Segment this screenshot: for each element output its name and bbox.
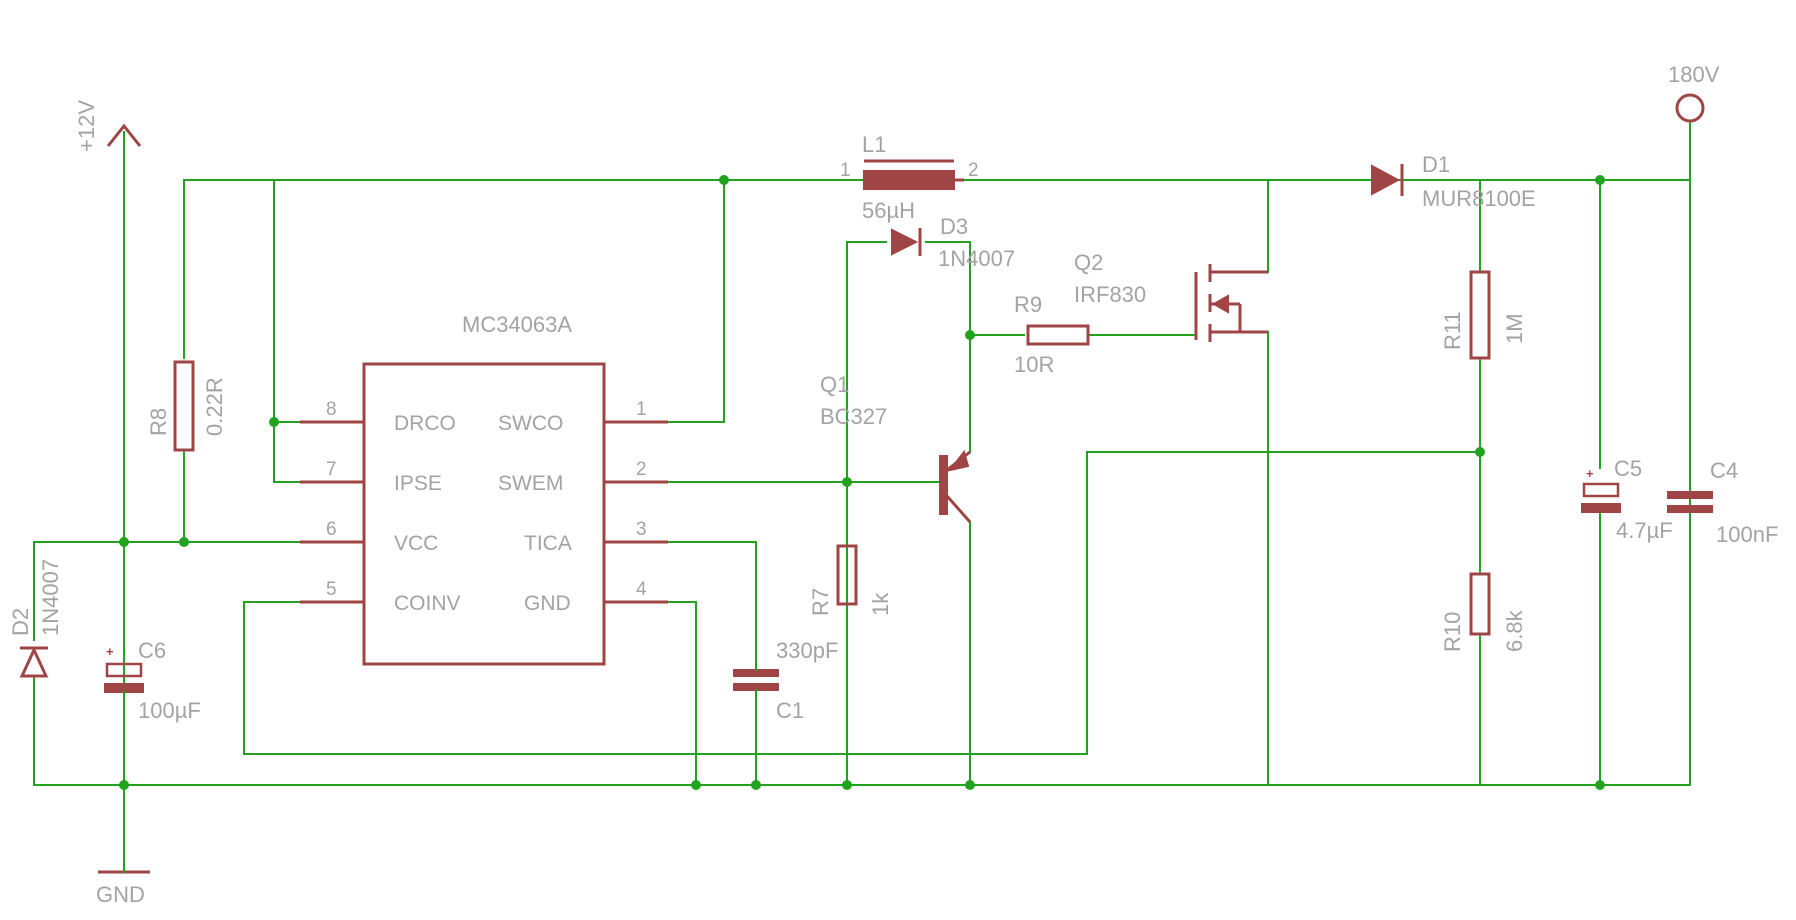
transistor-q1: Q1 BC327: [820, 372, 972, 523]
c4-name: C4: [1710, 458, 1738, 483]
diode-d2: D2 1N4007: [8, 559, 63, 678]
wires: [33, 121, 1691, 791]
vin-label: +12V: [74, 100, 99, 152]
wire-d3-right: [925, 241, 971, 336]
c5-polarity: +: [1586, 466, 1594, 481]
q2-value: IRF830: [1074, 282, 1146, 307]
r9-value: 10R: [1014, 352, 1054, 377]
ic-pin-name: IPSE: [394, 472, 442, 495]
transistor-q2: Q2 IRF830: [1074, 250, 1268, 342]
r11-name: R11: [1440, 311, 1465, 350]
ic-mc34063a: MC34063A 8 7 6 5 1 2 3 4 DRCO IPSE VCC C…: [300, 312, 668, 666]
r9-name: R9: [1014, 292, 1042, 317]
ic-pin-name: VCC: [394, 532, 438, 555]
c1-value: 330pF: [776, 638, 838, 663]
diode-d3: D3 1N4007: [891, 214, 1015, 271]
vout-terminal: 180V: [1668, 62, 1720, 123]
resistor-r10: R10 6.8k: [1440, 572, 1527, 652]
wire-feedback: [243, 451, 1481, 755]
wire-drain: [1219, 179, 1269, 273]
ic-pin-name: TICA: [524, 532, 572, 555]
ic-pin-num: 2: [636, 459, 647, 480]
ic-pin-num: 4: [636, 579, 647, 600]
wire-gnd-pin: [603, 601, 697, 786]
l1-pin2: 2: [968, 160, 979, 181]
d3-value: 1N4007: [938, 246, 1015, 271]
q1-value: BC327: [820, 404, 887, 429]
capacitor-c6: + C6 100µF: [104, 638, 201, 786]
ic-pin-name: COINV: [394, 592, 461, 615]
d1-name: D1: [1422, 152, 1450, 177]
c4-value: 100nF: [1716, 522, 1778, 547]
c6-polarity: +: [106, 644, 114, 659]
ic-pin-name: GND: [524, 592, 571, 615]
ic-pin-num: 7: [326, 459, 337, 480]
wire-ground-bus: [33, 675, 1691, 786]
wire-ipse: [273, 179, 365, 483]
inductor-l1: L1 56µH 1 2: [840, 132, 979, 223]
ic-pin-num: 5: [326, 579, 337, 600]
gnd-label: GND: [96, 882, 145, 907]
ic-pin-num: 6: [326, 519, 337, 540]
r8-value: 0.22R: [202, 377, 227, 436]
vout-label: 180V: [1668, 62, 1720, 87]
capacitor-c5: + C5 4.7µF: [1581, 456, 1673, 543]
resistor-r9: R9 10R: [1014, 292, 1090, 377]
r10-value: 6.8k: [1502, 609, 1527, 652]
l1-value: 56µH: [862, 198, 915, 223]
r8-name: R8: [146, 408, 171, 436]
r7-name: R7: [808, 588, 833, 616]
resistor-r7: R7 1k: [808, 544, 893, 616]
c5-name: C5: [1614, 456, 1642, 481]
ic-pin-name: DRCO: [394, 412, 456, 435]
ground-symbol: GND: [96, 784, 150, 907]
wire-source: [1219, 331, 1269, 786]
l1-name: L1: [862, 132, 886, 157]
c6-name: C6: [138, 638, 166, 663]
wire-swco: [603, 179, 725, 423]
vin-supply-symbol: +12V: [74, 100, 142, 152]
resistor-r11: R11 1M: [1440, 270, 1527, 360]
ic-pin-num: 1: [636, 399, 647, 420]
ic-pin-name: SWCO: [498, 412, 563, 435]
q2-name: Q2: [1074, 250, 1103, 275]
junctions: [119, 175, 1605, 790]
d1-value: MUR8100E: [1422, 186, 1536, 211]
resistor-r8: R8 0.22R: [146, 360, 227, 452]
c5-value: 4.7µF: [1616, 518, 1673, 543]
c6-value: 100µF: [138, 698, 201, 723]
ic-pin-num: 8: [326, 399, 337, 420]
wire-top-rail-left: [183, 179, 865, 359]
c1-name: C1: [776, 698, 804, 723]
capacitor-c4: C4 100nF: [1667, 458, 1778, 547]
d3-name: D3: [940, 214, 968, 239]
r10-name: R10: [1440, 612, 1465, 652]
diode-d1: D1 MUR8100E: [1371, 152, 1536, 211]
capacitor-c1: 330pF C1: [733, 638, 838, 723]
d2-value: 1N4007: [38, 559, 63, 636]
q1-name: Q1: [820, 372, 849, 397]
d2-name: D2: [8, 608, 33, 636]
r11-value: 1M: [1502, 313, 1527, 344]
ic-pin-num: 3: [636, 519, 647, 540]
r7-value: 1k: [868, 592, 893, 616]
l1-pin1: 1: [840, 160, 851, 181]
ic-name: MC34063A: [462, 312, 572, 337]
ic-pin-name: SWEM: [498, 472, 563, 495]
